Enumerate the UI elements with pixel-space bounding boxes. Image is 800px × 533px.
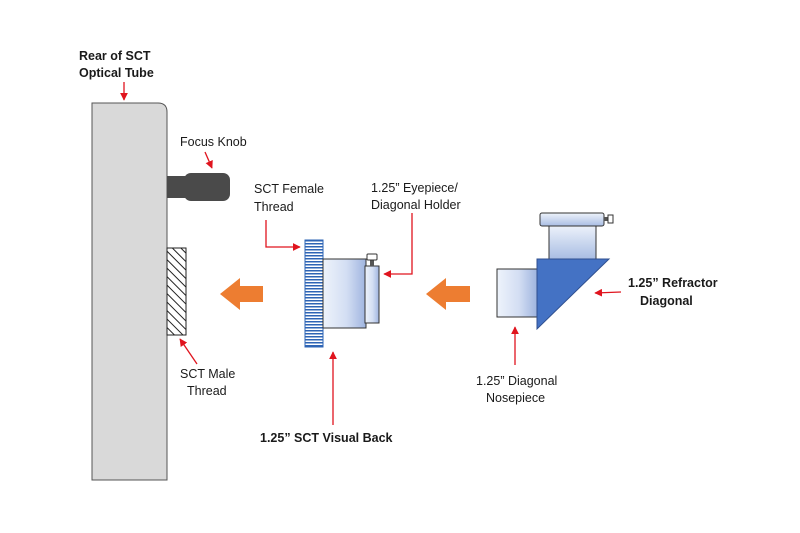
label-rear-tube-line2: Optical Tube [79, 66, 154, 80]
focus-knob [184, 173, 230, 201]
pointer-refractor-diagonal [594, 288, 622, 297]
label-visual-back: 1.25” SCT Visual Back [260, 431, 393, 445]
label-focus-knob: Focus Knob [180, 135, 247, 149]
label-refractor-diagonal-line1: 1.25” Refractor [628, 276, 718, 290]
eyepiece-holder-collar [364, 265, 380, 324]
assembly-direction-arrow-right [426, 278, 470, 310]
label-refractor-diagonal-line2: Diagonal [640, 294, 693, 308]
sct-female-thread-ring [304, 239, 324, 348]
label-male-thread-line2: Thread [187, 384, 227, 398]
diagonal-prism-body [536, 258, 611, 331]
sct-male-thread [166, 247, 187, 336]
label-eyepiece-holder-line2: Diagonal Holder [371, 198, 461, 212]
pointer-eyepiece-holder [383, 213, 413, 278]
pointer-female-thread [265, 220, 301, 251]
focus-knob-shaft [167, 176, 189, 198]
label-female-thread-line1: SCT Female [254, 182, 324, 196]
diagonal-nosepiece [496, 268, 538, 318]
label-male-thread-line1: SCT Male [180, 367, 235, 381]
pointer-focus-knob [204, 151, 213, 169]
label-nosepiece-line1: 1.25” Diagonal [476, 374, 557, 388]
holder-thumbscrew-stem [370, 259, 374, 266]
diagonal-thumbscrew-head [607, 214, 614, 224]
label-eyepiece-holder-line1: 1.25” Eyepiece/ [371, 181, 458, 195]
diagonal-eyepiece-collar [539, 212, 605, 227]
label-nosepiece-line2: Nosepiece [486, 391, 545, 405]
visual-back-body [322, 258, 367, 329]
diagonal-thumbscrew-stem [604, 217, 609, 221]
pointer-male-thread [179, 338, 198, 365]
diagonal-eyepiece-barrel [548, 224, 597, 260]
optical-tube-rear [91, 102, 168, 481]
assembly-direction-arrow-left [220, 278, 263, 310]
holder-thumbscrew-head [366, 253, 378, 261]
label-rear-tube-line1: Rear of SCT [79, 49, 151, 63]
label-female-thread-line2: Thread [254, 200, 294, 214]
